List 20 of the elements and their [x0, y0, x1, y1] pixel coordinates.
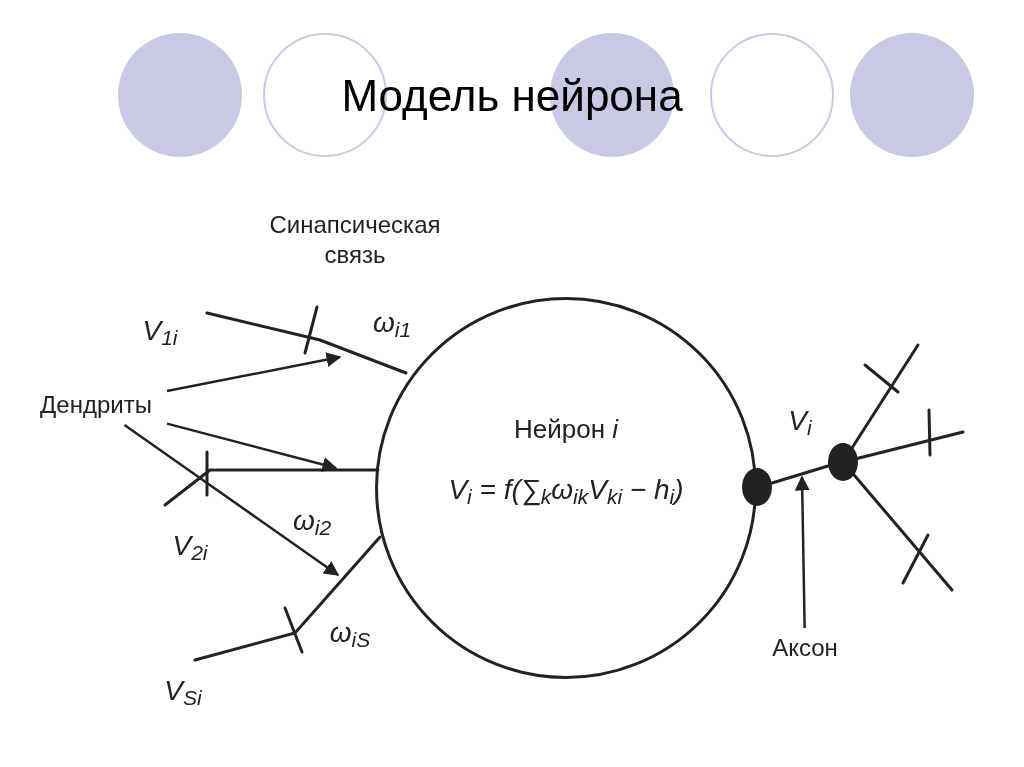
synapse-label: Синапсическая связь — [268, 210, 442, 270]
dendrite-line — [205, 311, 408, 375]
symbol-label: ω$_{i1}$ — [372, 305, 412, 340]
dendrite-line — [193, 535, 382, 662]
arrow — [794, 475, 810, 629]
symbol-label: ω$_{iS}$ — [329, 615, 371, 650]
arrow — [166, 352, 342, 393]
symbol-label: V$_{Si}$ — [164, 673, 202, 708]
symbol-label: V$_{2i}$ — [172, 528, 208, 563]
symbol-label: V$_{1i}$ — [142, 313, 178, 348]
label-text: Аксон — [772, 633, 838, 663]
formula: V$_{i}$ = f(∑$_{k}$ω$_{ik}$V$_{ki}$ − h$_{i}$) — [448, 473, 684, 511]
symbol-label: ω$_{i2}$ — [292, 503, 332, 538]
label-text: Дендриты — [40, 390, 152, 420]
arrow — [166, 422, 338, 472]
axon-line — [770, 464, 830, 485]
symbol-label: V$_{i}$ — [788, 403, 812, 438]
title: Модель нейрона — [340, 70, 684, 122]
neuron-label: Нейрон i — [513, 413, 618, 446]
arrow — [123, 423, 340, 577]
